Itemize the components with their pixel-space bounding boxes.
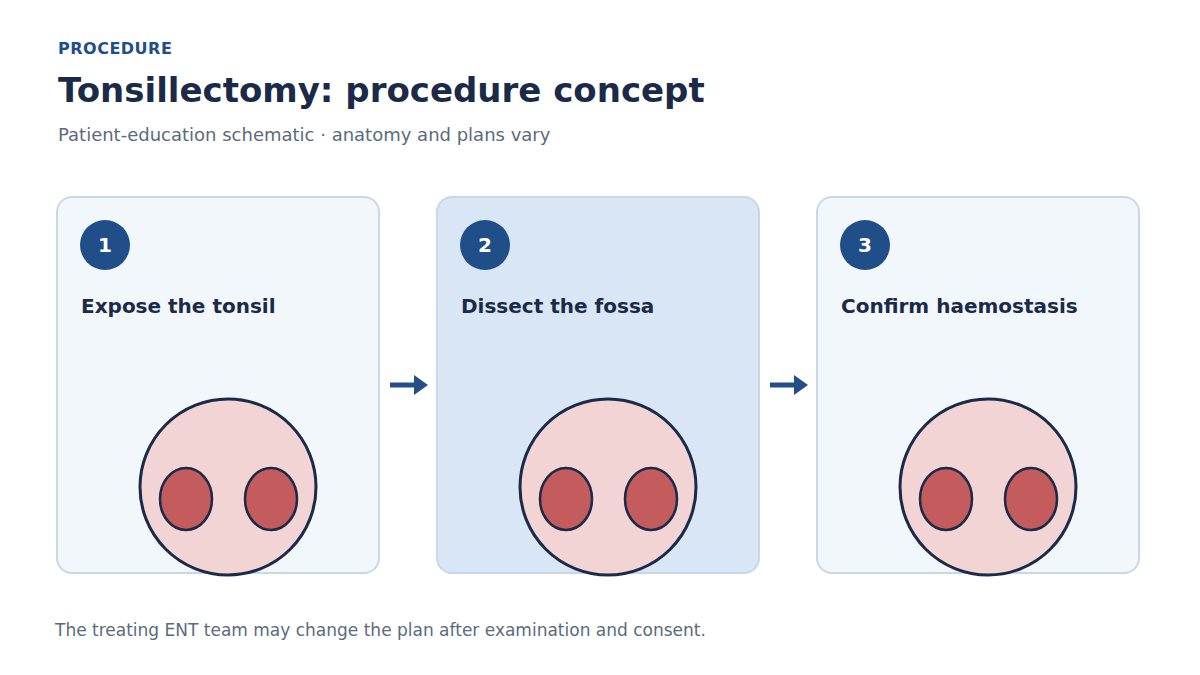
tonsil-shape <box>920 468 972 530</box>
throat-illustration <box>520 399 696 575</box>
step-panel: Dissect the fossa 2 <box>436 196 760 574</box>
step-number-circle: 3 <box>840 220 890 270</box>
callout-number: 2 <box>478 233 492 257</box>
tonsil-shape <box>245 468 297 530</box>
tonsil-shape <box>625 468 677 530</box>
tonsil-shape <box>540 468 592 530</box>
section-label: PROCEDURE <box>58 39 172 58</box>
step-number-circle: 2 <box>460 220 510 270</box>
arrow-shaft <box>390 383 418 388</box>
callout-number: 3 <box>858 233 872 257</box>
flow-arrow <box>770 375 808 395</box>
tonsil-shape <box>160 468 212 530</box>
arrow-head <box>414 375 428 395</box>
mouth-circle <box>900 399 1076 575</box>
callout-number: 1 <box>98 233 112 257</box>
step-title: Confirm haemostasis <box>841 294 1078 318</box>
diagram-title: Tonsillectomy: procedure concept <box>58 70 705 110</box>
step-title: Dissect the fossa <box>461 294 654 318</box>
mouth-circle <box>140 399 316 575</box>
step-number-circle: 1 <box>80 220 130 270</box>
arrow-shaft <box>770 383 798 388</box>
tonsil-shape <box>1005 468 1057 530</box>
footnote-caption: The treating ENT team may change the pla… <box>55 620 706 640</box>
flow-arrow <box>390 375 428 395</box>
step-panel: Confirm haemostasis 3 <box>816 196 1140 574</box>
step-panel: Expose the tonsil 1 <box>56 196 380 574</box>
mouth-circle <box>520 399 696 575</box>
throat-illustration <box>900 399 1076 575</box>
arrow-head <box>794 375 808 395</box>
throat-illustration <box>140 399 316 575</box>
step-title: Expose the tonsil <box>81 294 276 318</box>
subtitle-note: Patient-education schematic · anatomy an… <box>58 124 550 145</box>
